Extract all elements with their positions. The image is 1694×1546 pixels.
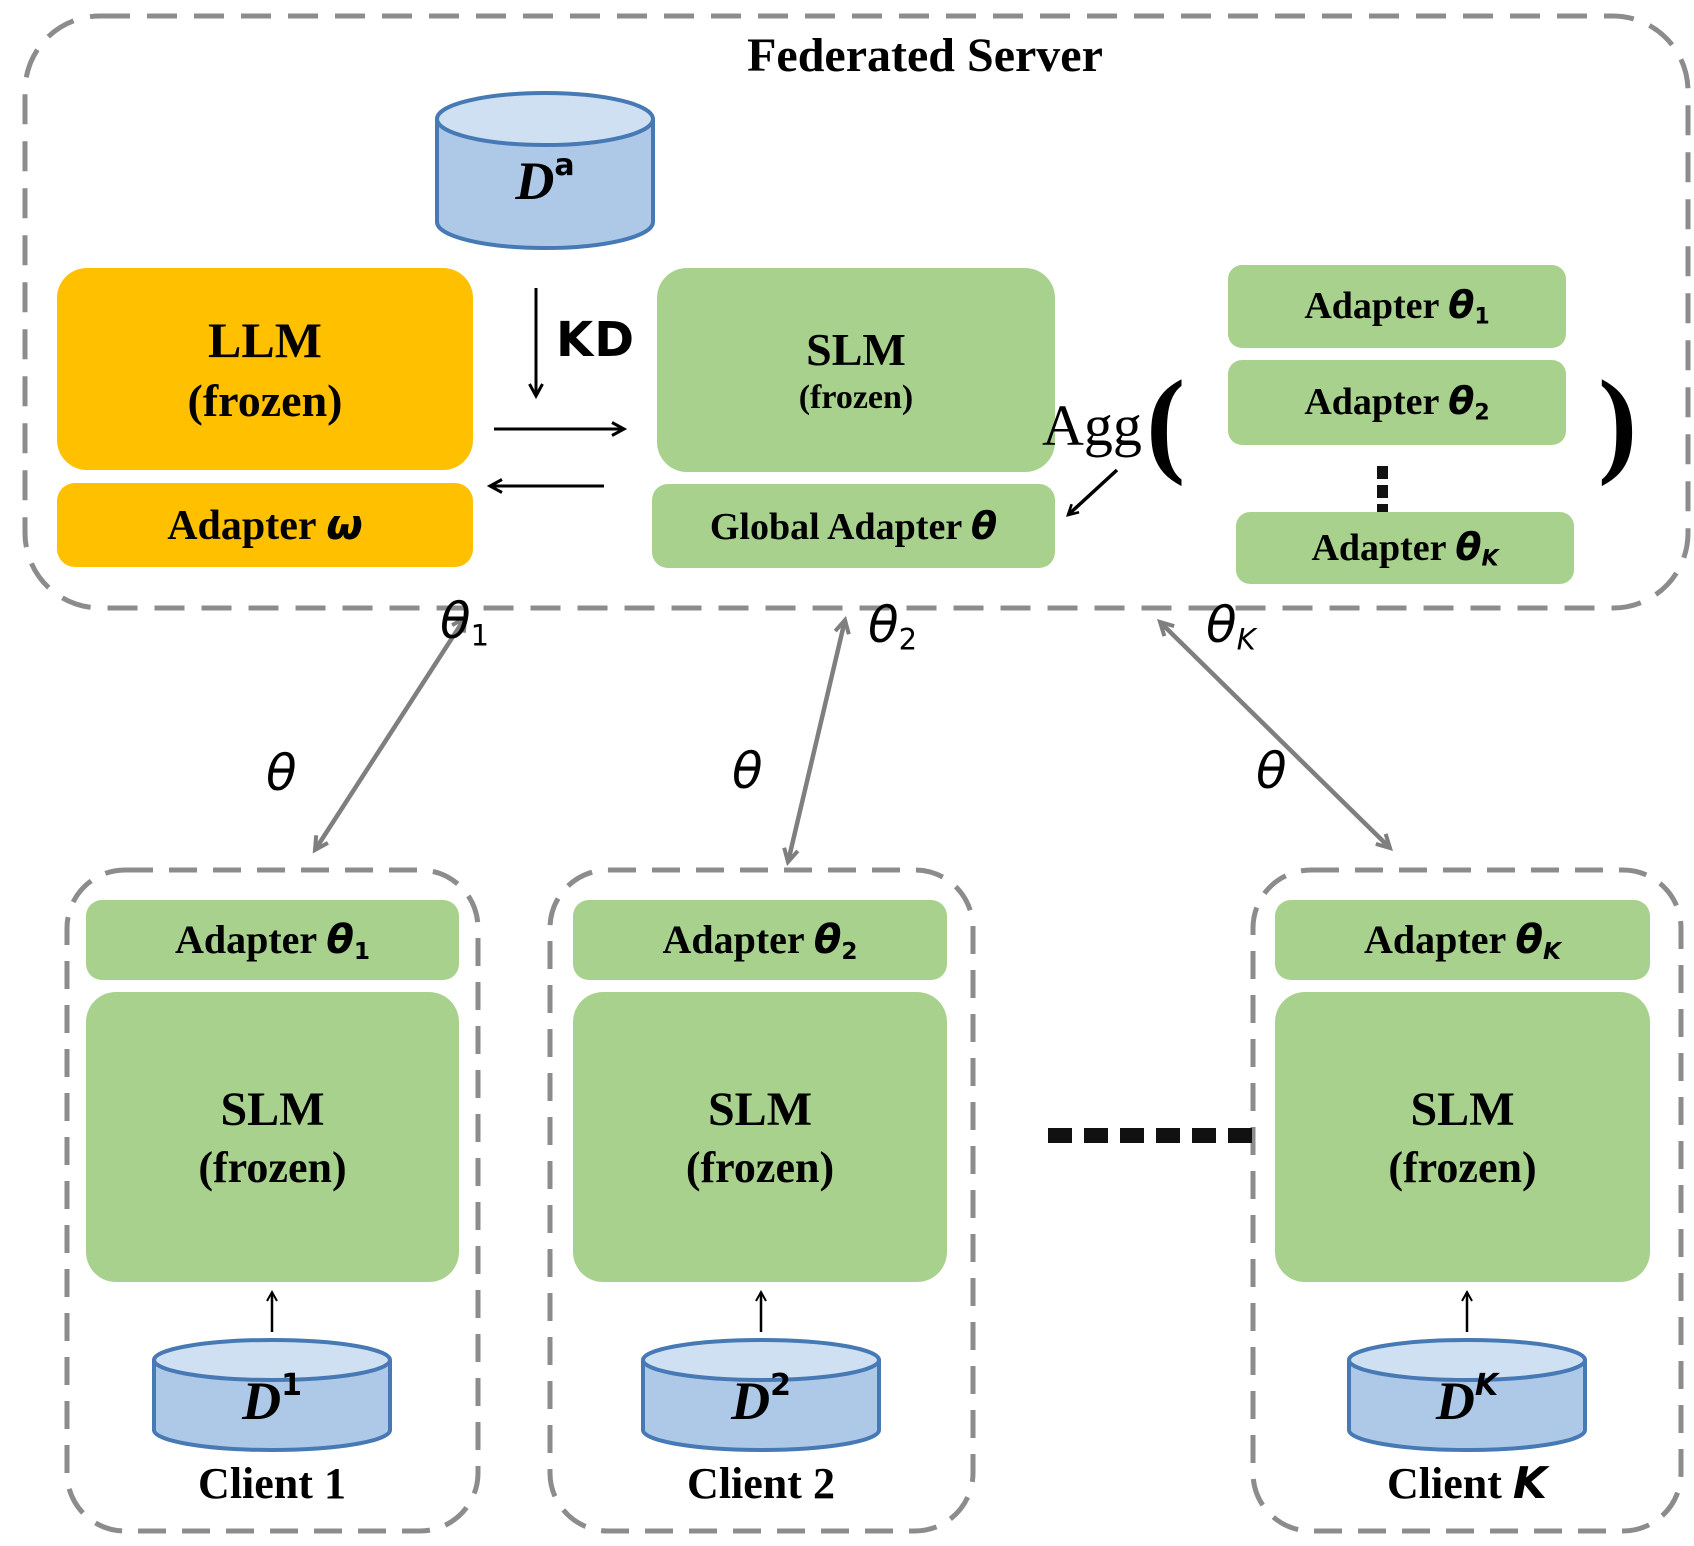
stack-adapterK-box: Adapter θK — [1236, 512, 1574, 584]
client1-adapter-box: Adapter θ1 — [86, 900, 459, 980]
server-title: Federated Server — [747, 29, 1103, 82]
link2-download-label: θ — [732, 742, 763, 800]
agg-to-global-adapter-arrow — [1068, 468, 1119, 515]
link2-upload-label: θ2 — [868, 596, 918, 657]
link1-upload-label: θ1 — [440, 592, 490, 653]
client1-dataset-label: D1 — [242, 1368, 302, 1431]
dataset-superscript: a — [554, 148, 575, 183]
llm-adapter-label: Adapter — [167, 503, 327, 549]
clients-ellipsis-dots — [1048, 1128, 1254, 1143]
linkK-download-label: θ — [1256, 742, 1287, 800]
thetaK-subscript: K — [1481, 546, 1499, 572]
stack-adapter2-box: Adapter θ2 — [1228, 360, 1566, 445]
client2-slm-label: SLM — [707, 1082, 812, 1136]
clientK-slm-box: SLM (frozen) — [1275, 992, 1650, 1282]
clientK-slm-frozen-label: (frozen) — [1388, 1142, 1537, 1192]
server-client1-link-arrow — [312, 614, 468, 854]
clientK-adapter-label: Adapter — [1364, 916, 1516, 962]
script-d-symbol: D — [515, 151, 555, 211]
clientK-dataset-label: DK — [1435, 1368, 1499, 1431]
server-slm-label: SLM — [806, 323, 906, 375]
theta-symbol: θ — [971, 503, 998, 548]
llm-frozen-label: (frozen) — [187, 374, 343, 426]
kd-label: KD — [556, 312, 636, 368]
server-clientK-link-arrow — [1156, 619, 1394, 851]
stack-adapter1-label: Adapter — [1304, 285, 1449, 328]
theta2-symbol: θ — [1448, 379, 1475, 424]
client1-slm-label: SLM — [220, 1082, 325, 1136]
stack-adapter1-box: Adapter θ1 — [1228, 265, 1566, 348]
agg-close-paren: ) — [1598, 356, 1638, 487]
theta2-subscript: 2 — [1474, 400, 1490, 426]
global-adapter-box: Global Adapter θ — [652, 484, 1055, 568]
llm-adapter-box: Adapter ω — [57, 483, 473, 567]
clientK-slm-label: SLM — [1410, 1082, 1515, 1136]
llm-box: LLM (frozen) — [57, 268, 473, 470]
client1-adapter-label: Adapter — [174, 916, 327, 962]
client2-adapter-box: Adapter θ2 — [573, 900, 947, 980]
stack-adapter2-label: Adapter — [1304, 381, 1449, 424]
client2-slm-frozen-label: (frozen) — [685, 1142, 835, 1192]
agg-label: Agg — [1042, 393, 1142, 458]
client1-slm-frozen-label: (frozen) — [198, 1142, 347, 1192]
global-adapter-label: Global Adapter — [709, 505, 971, 548]
client2-adapter-label: Adapter — [662, 916, 814, 962]
server-dataset-label: Da — [445, 148, 645, 212]
stack-adapterK-label: Adapter — [1311, 526, 1456, 569]
agg-open-paren: ( — [1146, 356, 1186, 487]
clientK-adapter-box: Adapter θK — [1275, 900, 1650, 980]
server-slm-frozen-label: (frozen) — [798, 379, 914, 417]
client2-dataset-label: D2 — [731, 1368, 791, 1431]
client1-theta-symbol: θ — [326, 916, 354, 963]
client2-name: Client 2 — [687, 1459, 835, 1508]
clientK-theta-subscript: K — [1543, 937, 1561, 965]
omega-symbol: ω — [326, 500, 363, 549]
clientK-theta-symbol: θ — [1515, 916, 1543, 963]
theta1-subscript: 1 — [1474, 304, 1490, 330]
llm-label: LLM — [208, 312, 322, 368]
link1-download-label: θ — [266, 744, 297, 802]
client1-name: Client 1 — [198, 1459, 346, 1508]
client1-slm-box: SLM (frozen) — [86, 992, 459, 1282]
server-client2-link-arrow — [782, 615, 851, 867]
server-slm-box: SLM (frozen) — [657, 268, 1055, 472]
client2-theta-subscript: 2 — [841, 937, 858, 965]
linkK-upload-label: θK — [1206, 596, 1256, 657]
client2-slm-box: SLM (frozen) — [573, 992, 947, 1282]
thetaK-symbol: θ — [1455, 524, 1482, 569]
client1-theta-subscript: 1 — [353, 937, 371, 965]
clientK-name: Client K — [1387, 1458, 1547, 1509]
theta1-symbol: θ — [1448, 283, 1475, 328]
client2-theta-symbol: θ — [813, 916, 842, 963]
